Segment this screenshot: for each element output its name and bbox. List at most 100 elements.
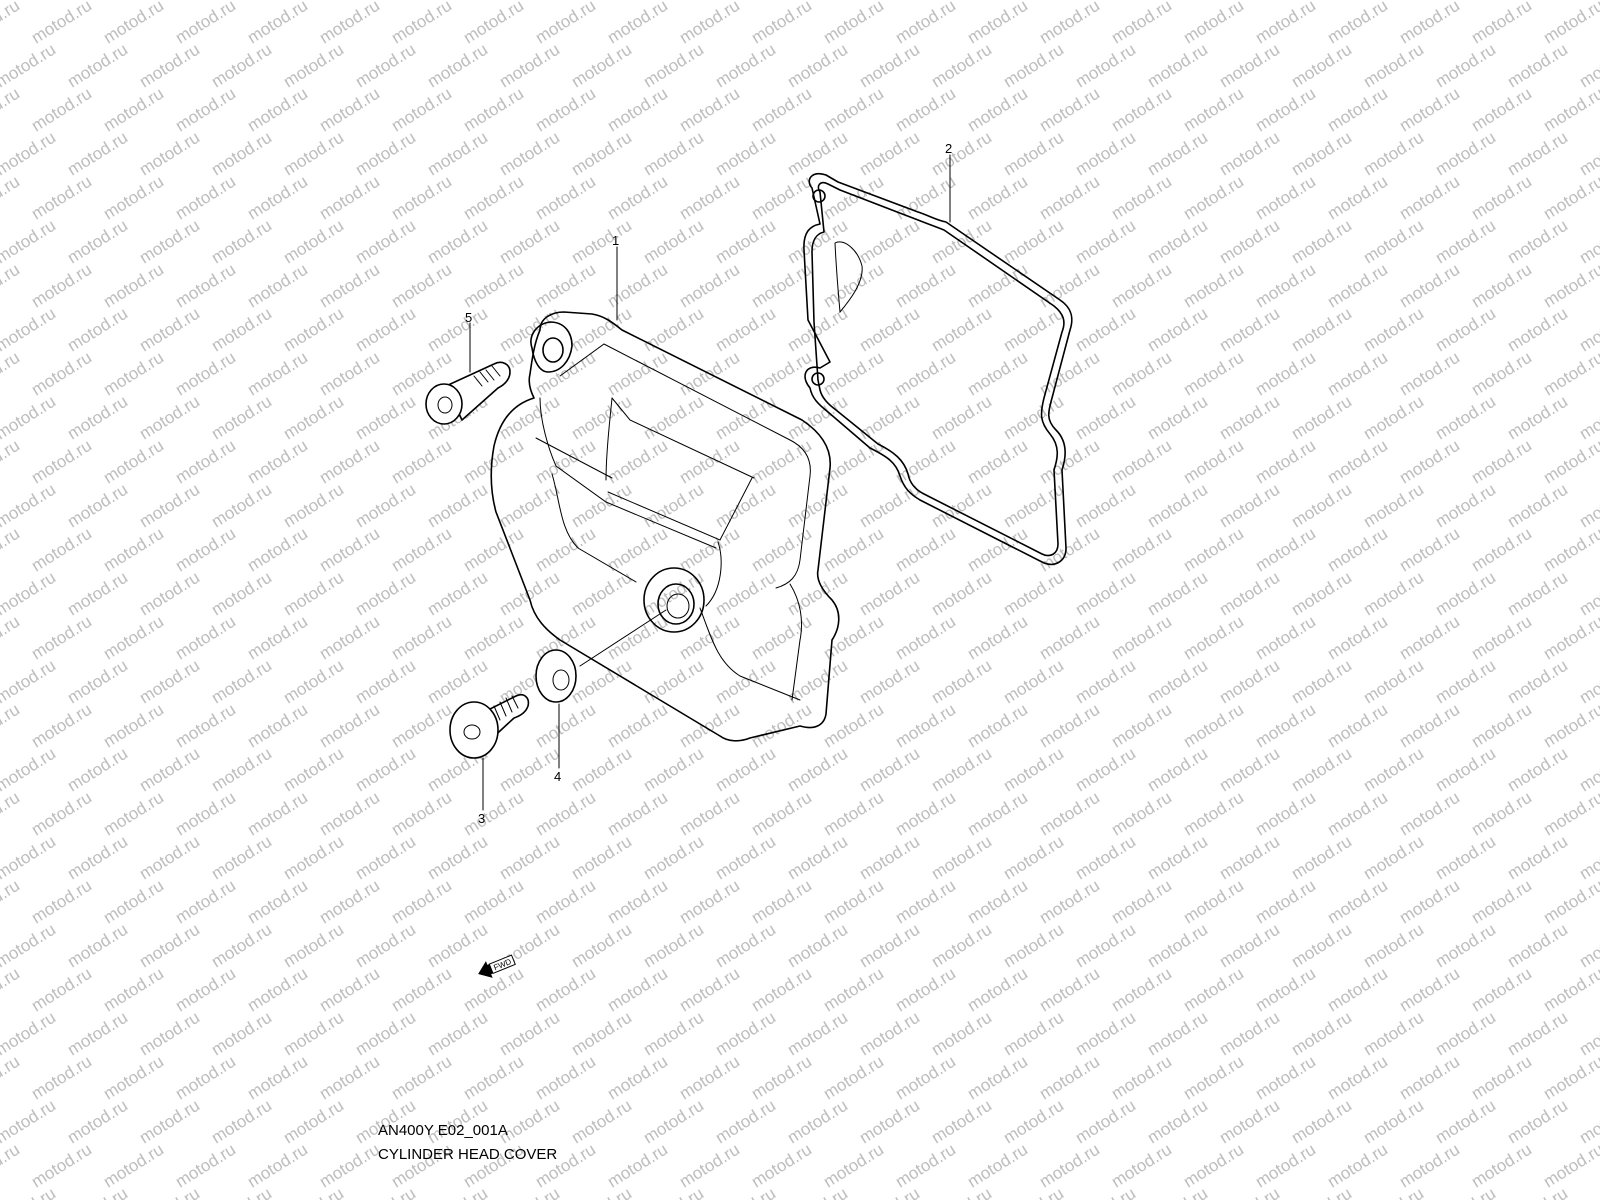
watermark-text: motod.ru: [280, 216, 347, 268]
watermark-text: motod.ru: [928, 1184, 995, 1200]
watermark-text: motod.ru: [820, 524, 887, 576]
watermark-text: motod.ru: [424, 216, 491, 268]
watermark-text: motod.ru: [100, 436, 167, 488]
watermark-text: motod.ru: [0, 392, 59, 444]
watermark-text: motod.ru: [172, 964, 239, 1016]
watermark-text: motod.ru: [280, 744, 347, 796]
watermark-text: motod.ru: [928, 744, 995, 796]
watermark-text: motod.ru: [172, 524, 239, 576]
watermark-text: motod.ru: [1252, 700, 1319, 752]
watermark-text: motod.ru: [100, 1052, 167, 1104]
watermark-text: motod.ru: [568, 392, 635, 444]
watermark-text: motod.ru: [0, 1184, 59, 1200]
watermark-text: motod.ru: [352, 216, 419, 268]
watermark-text: motod.ru: [0, 172, 23, 224]
watermark-text: motod.ru: [1216, 392, 1283, 444]
watermark-text: motod.ru: [208, 1184, 275, 1200]
watermark-text: motod.ru: [1468, 348, 1535, 400]
watermark-text: motod.ru: [424, 1008, 491, 1060]
watermark-text: motod.ru: [748, 0, 815, 47]
watermark-text: motod.ru: [100, 172, 167, 224]
watermark-text: motod.ru: [316, 876, 383, 928]
watermark-text: motod.ru: [244, 1052, 311, 1104]
watermark-text: motod.ru: [1252, 348, 1319, 400]
watermark-text: motod.ru: [388, 260, 455, 312]
watermark-text: motod.ru: [1540, 0, 1600, 47]
watermark-text: motod.ru: [1396, 788, 1463, 840]
watermark-text: motod.ru: [1072, 216, 1139, 268]
callout-3: 3: [478, 811, 485, 826]
watermark-text: motod.ru: [640, 392, 707, 444]
watermark-text: motod.ru: [1576, 1184, 1600, 1200]
watermark-text: motod.ru: [1540, 1052, 1600, 1104]
watermark-text: motod.ru: [820, 876, 887, 928]
watermark-text: motod.ru: [28, 172, 95, 224]
watermark-text: motod.ru: [1072, 1184, 1139, 1200]
watermark-text: motod.ru: [1432, 216, 1499, 268]
watermark-text: motod.ru: [208, 480, 275, 532]
watermark-text: motod.ru: [856, 1008, 923, 1060]
watermark-text: motod.ru: [1180, 964, 1247, 1016]
watermark-text: motod.ru: [136, 1008, 203, 1060]
watermark-text: motod.ru: [1108, 788, 1175, 840]
watermark-text: motod.ru: [1540, 172, 1600, 224]
watermark-text: motod.ru: [748, 436, 815, 488]
watermark-text: motod.ru: [1180, 612, 1247, 664]
watermark-text: motod.ru: [1144, 1008, 1211, 1060]
watermark-text: motod.ru: [1324, 172, 1391, 224]
watermark-text: motod.ru: [0, 304, 59, 356]
watermark-text: motod.ru: [928, 656, 995, 708]
watermark-text: motod.ru: [1540, 964, 1600, 1016]
watermark-text: motod.ru: [1252, 0, 1319, 47]
watermark-text: motod.ru: [784, 480, 851, 532]
watermark-text: motod.ru: [964, 612, 1031, 664]
watermark-text: motod.ru: [1504, 392, 1571, 444]
watermark-text: motod.ru: [928, 392, 995, 444]
watermark-text: motod.ru: [676, 0, 743, 47]
watermark-text: motod.ru: [1288, 920, 1355, 972]
watermark-text: motod.ru: [820, 0, 887, 47]
watermark-text: motod.ru: [28, 1140, 95, 1192]
watermark-text: motod.ru: [0, 524, 23, 576]
watermark-text: motod.ru: [1180, 348, 1247, 400]
watermark-text: motod.ru: [136, 216, 203, 268]
watermark-text: motod.ru: [964, 700, 1031, 752]
watermark-text: motod.ru: [604, 436, 671, 488]
watermark-text: motod.ru: [136, 832, 203, 884]
watermark-text: motod.ru: [1000, 216, 1067, 268]
watermark-text: motod.ru: [532, 436, 599, 488]
watermark-text: motod.ru: [1252, 1052, 1319, 1104]
watermark-text: motod.ru: [1540, 1140, 1600, 1192]
watermark-text: motod.ru: [64, 128, 131, 180]
watermark-text: motod.ru: [1288, 216, 1355, 268]
watermark-text: motod.ru: [1432, 920, 1499, 972]
watermark-text: motod.ru: [1144, 1184, 1211, 1200]
watermark-text: motod.ru: [676, 436, 743, 488]
gasket-part: [803, 172, 1073, 566]
watermark-text: motod.ru: [316, 260, 383, 312]
callout-1: 1: [612, 233, 619, 248]
watermark-text: motod.ru: [1504, 832, 1571, 884]
watermark-text: motod.ru: [1108, 1140, 1175, 1192]
watermark-text: motod.ru: [172, 1140, 239, 1192]
watermark-text: motod.ru: [1036, 788, 1103, 840]
watermark-text: motod.ru: [1396, 260, 1463, 312]
watermark-text: motod.ru: [1360, 480, 1427, 532]
watermark-text: motod.ru: [892, 348, 959, 400]
watermark-text: motod.ru: [856, 392, 923, 444]
watermark-text: motod.ru: [496, 304, 563, 356]
watermark-text: motod.ru: [1180, 0, 1247, 47]
watermark-text: motod.ru: [0, 876, 23, 928]
watermark-text: motod.ru: [1432, 304, 1499, 356]
watermark-text: motod.ru: [820, 1052, 887, 1104]
watermark-text: motod.ru: [1108, 876, 1175, 928]
watermark-text: motod.ru: [676, 612, 743, 664]
watermark-text: motod.ru: [64, 568, 131, 620]
watermark-text: motod.ru: [424, 832, 491, 884]
watermark-text: motod.ru: [244, 172, 311, 224]
watermark-text: motod.ru: [460, 436, 527, 488]
watermark-text: motod.ru: [856, 480, 923, 532]
watermark-text: motod.ru: [136, 568, 203, 620]
watermark-text: motod.ru: [640, 40, 707, 92]
watermark-text: motod.ru: [1504, 1096, 1571, 1148]
